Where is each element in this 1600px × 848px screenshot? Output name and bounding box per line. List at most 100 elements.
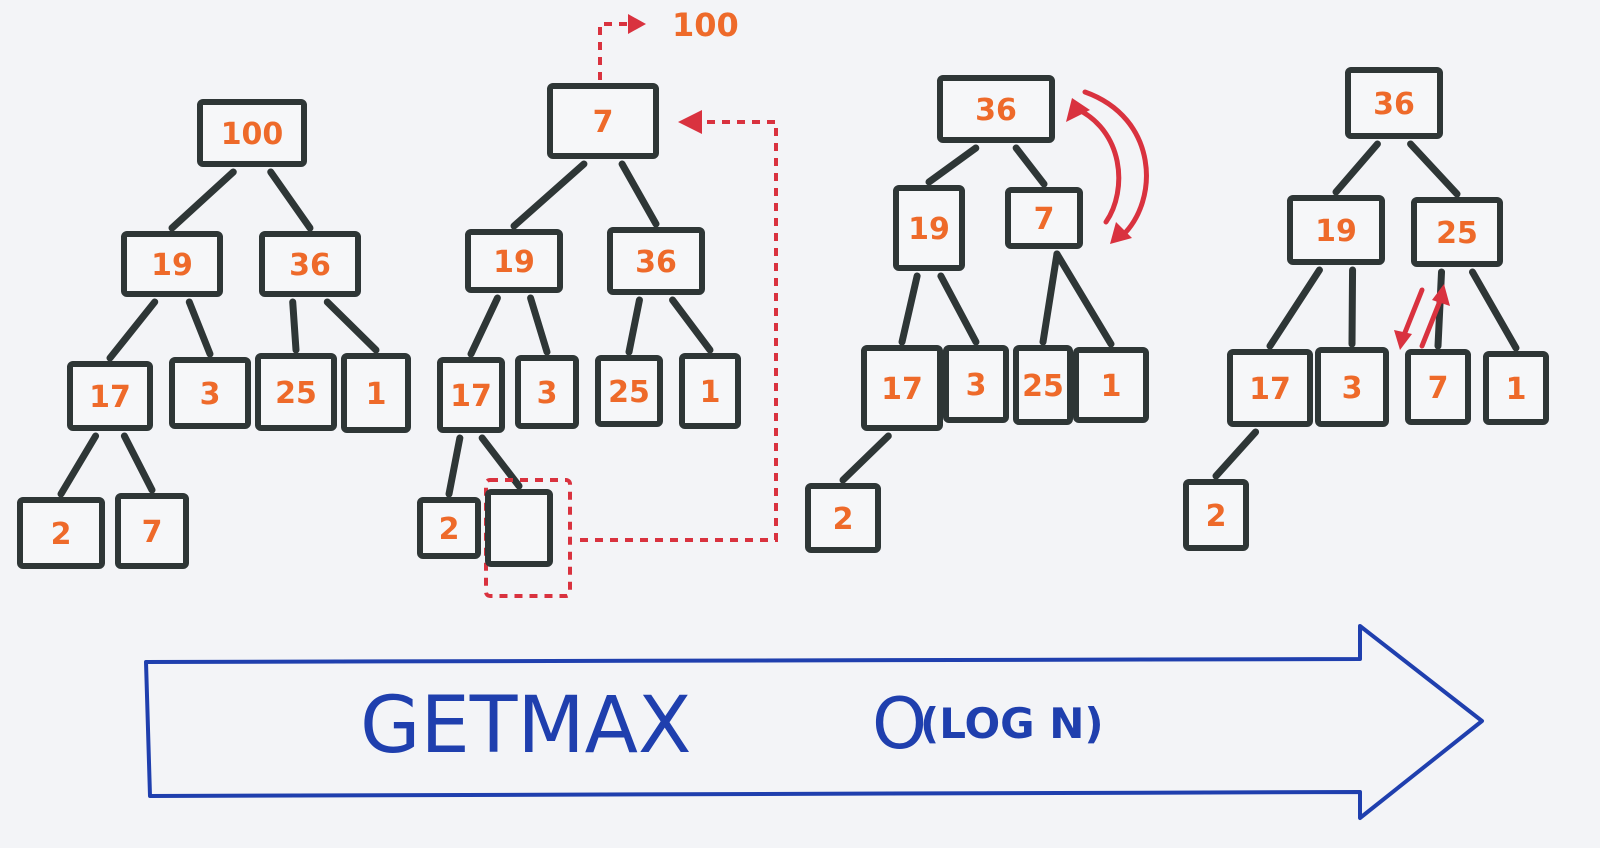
swap-down-line	[1399, 287, 1425, 343]
tree-edge	[57, 432, 100, 498]
heap-node-box	[255, 353, 337, 431]
heap-node-box	[437, 357, 505, 433]
heap-node-box	[1287, 195, 1385, 265]
swap-up-line	[1419, 293, 1445, 349]
tree-edge	[289, 298, 300, 354]
heap-node: 17	[437, 357, 505, 433]
heap-node-box	[259, 231, 361, 297]
heap-node-value: 17	[1249, 372, 1291, 407]
heap-node	[485, 489, 553, 567]
heap-node: 7	[1005, 187, 1083, 249]
heap-node-value: 7	[1034, 202, 1055, 237]
heap-node-value: 36	[289, 248, 331, 283]
heap-node-value: 25	[1436, 216, 1478, 251]
heap-node-box	[465, 229, 563, 293]
heap-node-box	[485, 489, 553, 567]
heap-node: 7	[547, 83, 659, 159]
move-last-to-root-arrowhead	[678, 110, 702, 134]
heap-node-value: 36	[975, 93, 1017, 128]
tree-edge	[925, 144, 980, 186]
operation-label: GETMAX	[360, 681, 691, 771]
heap-node: 3	[515, 355, 579, 429]
heap-node-box	[1013, 345, 1073, 425]
heap-node: 17	[1227, 349, 1313, 427]
tree-edge	[669, 296, 714, 354]
tree-edge	[120, 432, 156, 494]
heap-node-value: 1	[700, 375, 721, 410]
swap-down-arrowhead	[1394, 330, 1412, 350]
heap-node-value: 3	[1342, 371, 1363, 406]
tree-edge	[937, 272, 980, 346]
heap-node: 1	[679, 353, 741, 429]
swap-arrowhead-bottom	[1110, 222, 1132, 244]
tree-edge	[898, 272, 921, 346]
heap-node-value: 25	[1022, 369, 1064, 404]
heap-node-value: 17	[89, 380, 131, 415]
tree-edge	[445, 434, 464, 498]
tree-edge	[467, 294, 501, 358]
swap-arrowhead-top	[1066, 98, 1090, 122]
heap-node: 3	[169, 357, 251, 429]
heap-node-box	[1345, 67, 1443, 139]
tree-edge	[267, 168, 314, 232]
tree-edge	[527, 294, 551, 356]
tree-edge	[1039, 250, 1061, 346]
heap-node-box	[1183, 479, 1249, 551]
removed-max-value: 100	[672, 6, 739, 44]
tree-edge	[1266, 266, 1323, 350]
heap-node-box	[893, 185, 965, 271]
extract-root-arrowhead	[628, 14, 646, 34]
tree-edge	[1332, 140, 1381, 196]
heap-node-value: 3	[200, 377, 221, 412]
heap-node-box	[341, 353, 411, 433]
heap-node-box	[1315, 347, 1389, 427]
heap-node-value: 2	[439, 512, 460, 547]
heap-node-box	[595, 355, 663, 427]
tree-edge	[1012, 144, 1048, 188]
heap-node: 19	[121, 231, 223, 297]
banner-arrow-outline	[144, 624, 1484, 820]
heap-node: 19	[1287, 195, 1385, 265]
heap-node: 2	[17, 497, 105, 569]
heap-node: 100	[197, 99, 307, 167]
heap-node-value: 36	[1373, 87, 1415, 122]
heap-node: 2	[417, 497, 481, 559]
tree-edge	[1468, 268, 1520, 352]
heap-node: 7	[1405, 349, 1471, 425]
heap-node-value: 17	[881, 372, 923, 407]
heap-node: 25	[1411, 197, 1503, 267]
heap-node: 7	[115, 493, 189, 569]
heap-node: 3	[1315, 347, 1389, 427]
heap-node-value: 25	[608, 375, 650, 410]
heap-node-box	[861, 345, 943, 431]
heap-node: 25	[595, 355, 663, 427]
heap-node: 1	[1073, 347, 1149, 423]
heap-node: 2	[1183, 479, 1249, 551]
complexity-o: O	[872, 683, 927, 765]
heap-node-value: 3	[966, 368, 987, 403]
tree-edge	[625, 296, 643, 356]
tree-edge	[185, 298, 214, 358]
heap-node-box	[169, 357, 251, 429]
heap-node-box	[679, 353, 741, 429]
heap-node-box	[67, 361, 153, 431]
swap-up-arrowhead	[1432, 284, 1450, 306]
tree-edge	[510, 160, 588, 230]
heap-node-box	[515, 355, 579, 429]
heap-node: 25	[255, 353, 337, 431]
heap-node-box	[17, 497, 105, 569]
tree-edge	[106, 298, 159, 362]
tree-edge	[168, 168, 237, 232]
heap-node-value: 100	[221, 117, 284, 152]
heap-node: 1	[341, 353, 411, 433]
heap-node: 36	[607, 227, 705, 295]
heap-node-value: 7	[593, 105, 614, 140]
heap-node-value: 7	[142, 515, 163, 550]
heap-node: 19	[893, 185, 965, 271]
